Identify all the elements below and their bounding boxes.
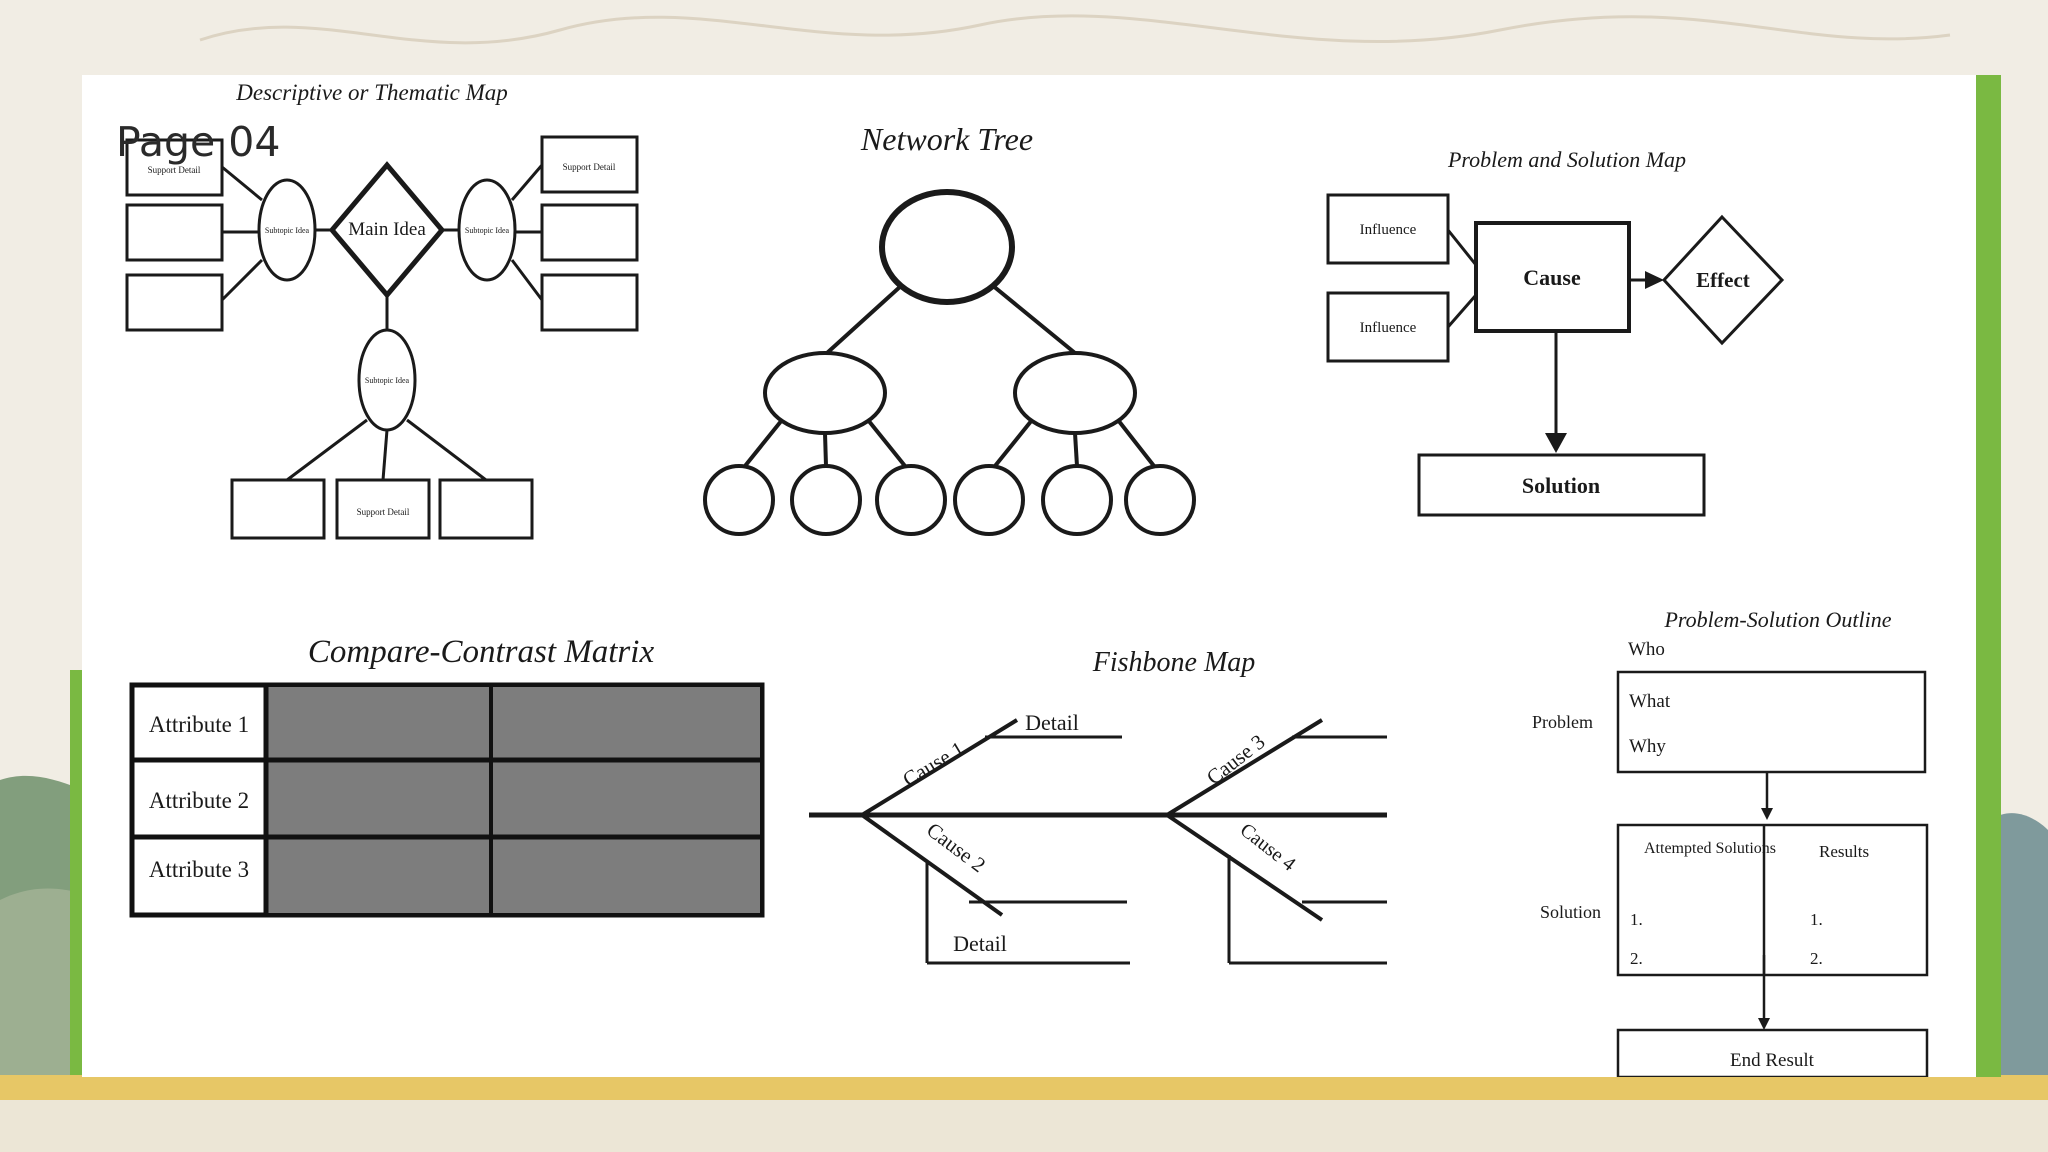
outline-results: Results (1819, 842, 1869, 861)
attempt-item-1: 1. (1630, 910, 1643, 929)
main-idea-text: Main Idea (348, 219, 426, 240)
outline-why: Why (1629, 736, 1666, 757)
cause-text: Cause (1523, 265, 1581, 290)
result-item-2: 2. (1810, 949, 1823, 968)
attribute-1: Attribute 1 (149, 712, 249, 737)
attribute-3: Attribute 3 (149, 857, 249, 882)
support-detail-topleft: Support Detail (148, 165, 201, 175)
diagram-panel: Descriptive or Thematic Map Main Idea Su… (82, 75, 1976, 1077)
outline-what: What (1629, 691, 1671, 712)
network-tree: Network Tree (703, 121, 1196, 536)
problem-solution-map: Problem and Solution Map Influence Influ… (1326, 147, 1785, 517)
effect-text: Effect (1696, 268, 1750, 292)
subtopic-right-text: Subtopic Idea (465, 226, 510, 235)
fishbone-detail-bottom: Detail (953, 931, 1007, 956)
outline-who: Who (1628, 639, 1665, 660)
influence-top-text: Influence (1360, 222, 1417, 238)
attribute-2: Attribute 2 (149, 788, 249, 813)
fishbone-title: Fishbone Map (1092, 647, 1256, 678)
support-detail-bottom: Support Detail (357, 507, 410, 517)
influence-bottom-text: Influence (1360, 320, 1417, 336)
compare-contrast-matrix: Compare-Contrast Matrix Attribute 1 Attr… (129, 634, 765, 918)
problem-solution-map-title: Problem and Solution Map (1447, 147, 1686, 172)
thematic-map-title: Descriptive or Thematic Map (235, 80, 507, 105)
outline-attempted: Attempted Solutions (1644, 840, 1776, 857)
fishbone-detail-top: Detail (1025, 710, 1079, 735)
thematic-map: Descriptive or Thematic Map Main Idea Su… (125, 80, 639, 540)
outline-title: Problem-Solution Outline (1663, 607, 1891, 632)
problem-solution-outline: Problem-Solution Outline Who What Why Pr… (1532, 607, 1929, 1077)
outline-end-result: End Result (1730, 1050, 1815, 1071)
green-accent-bar (1975, 75, 2001, 1077)
result-item-1: 1. (1810, 910, 1823, 929)
subtopic-left-text: Subtopic Idea (265, 226, 310, 235)
subtopic-bottom-text: Subtopic Idea (365, 376, 410, 385)
page-number: Page 04 (116, 118, 281, 166)
attempt-item-2: 2. (1630, 949, 1643, 968)
outline-solution-label: Solution (1540, 902, 1601, 922)
compare-contrast-title: Compare-Contrast Matrix (308, 634, 655, 670)
outline-problem-label: Problem (1532, 712, 1593, 732)
fishbone-map: Fishbone Map Detail Cause 1 Detail Cause… (809, 647, 1387, 965)
solution-text: Solution (1522, 473, 1600, 498)
support-detail-topright: Support Detail (563, 162, 616, 172)
script-watermark (199, 14, 1951, 45)
network-tree-title: Network Tree (860, 121, 1033, 157)
